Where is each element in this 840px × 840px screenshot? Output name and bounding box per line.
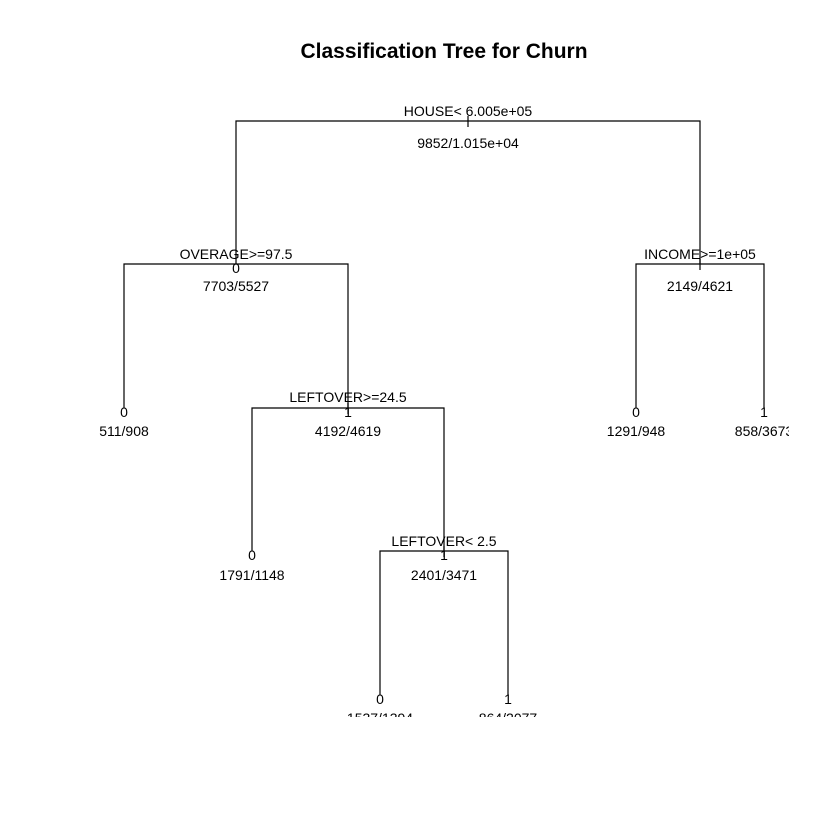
leaf-leftover-2-left-counts: 1537/1394: [347, 710, 413, 726]
node-leftover-24-class: 1: [344, 404, 352, 420]
node-leftover-2-counts: 2401/3471: [411, 567, 477, 583]
leaf-income-right-class: 1: [760, 404, 768, 420]
node-leftover-2-split-label: LEFTOVER< 2.5: [391, 533, 496, 549]
leaf-income-left-counts: 1291/948: [607, 423, 666, 439]
node-overage-split-label: OVERAGE>=97.5: [180, 246, 293, 262]
node-leftover-24-split-label: LEFTOVER>=24.5: [289, 389, 406, 405]
node-root-split-label: HOUSE< 6.005e+05: [404, 103, 533, 119]
leaf-overage-left-class: 0: [120, 404, 128, 420]
node-overage-class: 0: [232, 260, 240, 276]
leaf-income-left-class: 0: [632, 404, 640, 420]
leaf-leftover-2-right-counts: 864/2077: [479, 710, 538, 726]
node-root-counts: 9852/1.015e+04: [417, 135, 519, 151]
leaf-income-right-counts: 858/3673: [735, 423, 794, 439]
node-leftover-24-counts: 4192/4619: [315, 423, 381, 439]
tree-body: HOUSE< 6.005e+05 9852/1.015e+04 OVERAGE>…: [99, 103, 794, 726]
edge-overage-split: [123, 263, 349, 408]
leaf-leftover-2-left-class: 0: [376, 691, 384, 707]
node-overage-counts: 7703/5527: [203, 278, 269, 294]
leaf-leftover-24-left-class: 0: [248, 547, 256, 563]
leaf-leftover-24-left-counts: 1791/1148: [219, 567, 284, 583]
diagram-title: Classification Tree for Churn: [300, 40, 587, 63]
node-income-counts: 2149/4621: [667, 278, 733, 294]
leaf-leftover-2-right-class: 1: [504, 691, 512, 707]
leaf-overage-left-counts: 511/908: [99, 423, 149, 439]
node-leftover-2-class: 1: [440, 547, 448, 563]
node-income-split-label: INCOME>=1e+05: [644, 246, 756, 262]
